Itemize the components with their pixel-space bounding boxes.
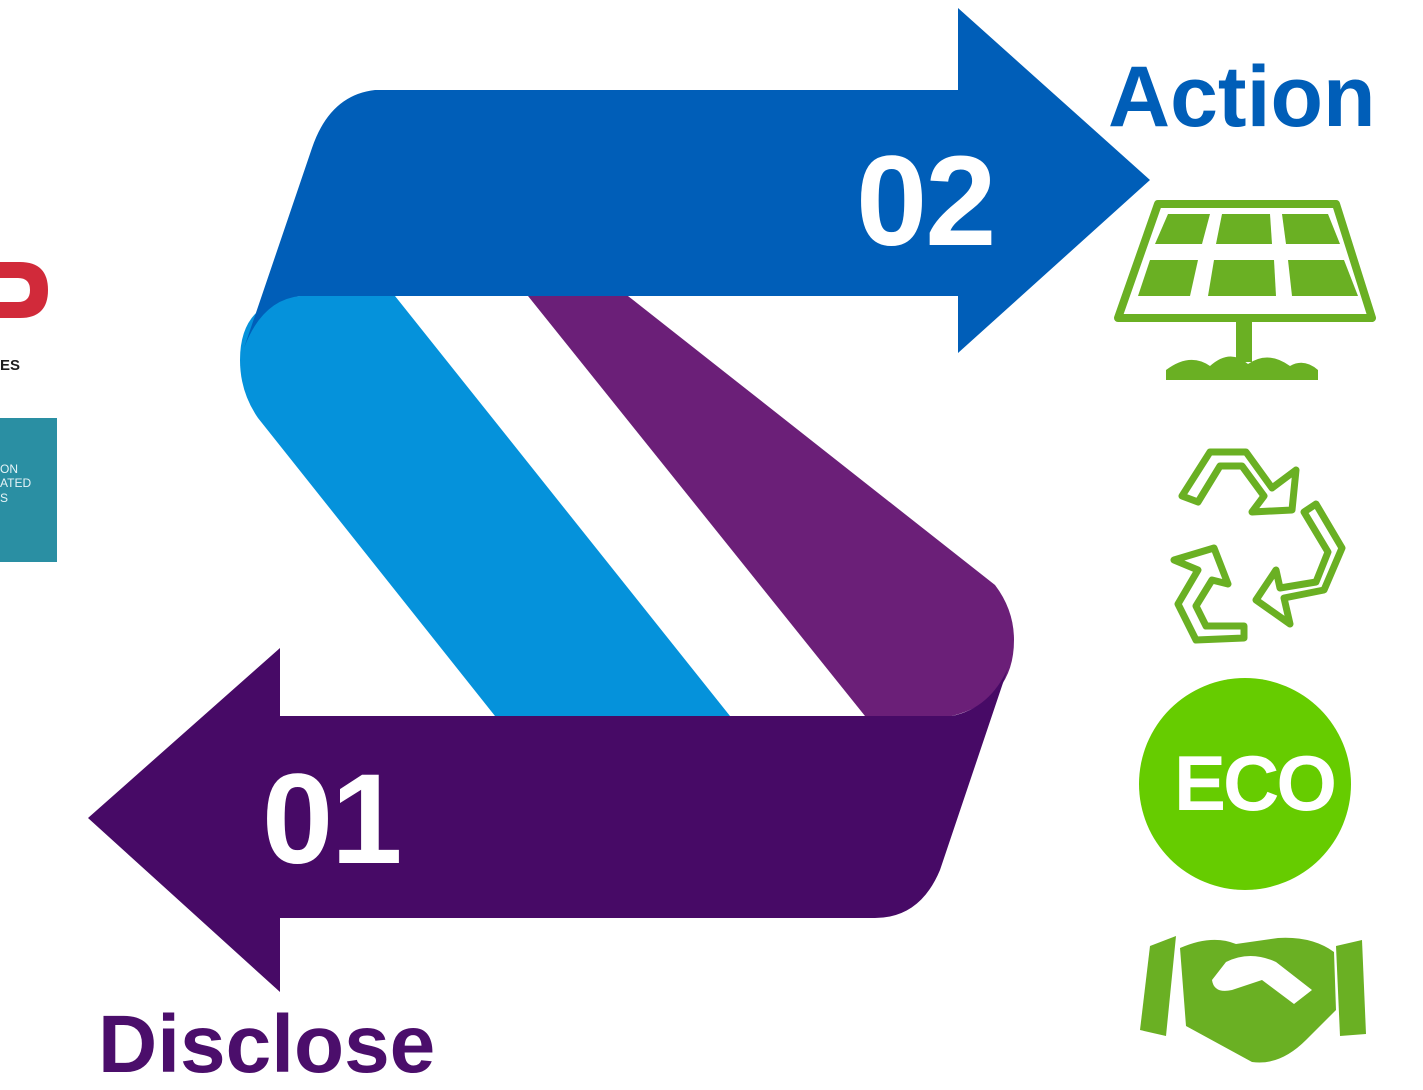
handshake-icon: [1140, 936, 1366, 1063]
partner-logo-tile: [0, 418, 57, 562]
partner-logo-red: [0, 262, 48, 318]
eco-badge-text: ECO: [1174, 739, 1337, 827]
action-label: Action: [1108, 49, 1376, 145]
recycle-icon: [1170, 448, 1346, 644]
purple-arrow-01: [88, 648, 1008, 992]
disclose-label: Disclose: [98, 999, 436, 1090]
light-blue-band: [240, 296, 730, 716]
tile-line-2: ATED: [0, 476, 32, 491]
step-02-number: 02: [856, 130, 996, 273]
tile-line-3: S: [0, 490, 9, 505]
partner-logo-tile-text: ON ATED S: [0, 462, 57, 505]
step-01-number: 01: [262, 748, 402, 891]
blue-arrow-02: [244, 8, 1150, 353]
partner-logo-caption: ES: [0, 357, 21, 374]
purple-band: [528, 296, 1014, 716]
tile-line-1: ON: [0, 462, 18, 476]
eco-badge-icon: [1139, 678, 1351, 890]
solar-panel-icon: [1114, 200, 1376, 380]
